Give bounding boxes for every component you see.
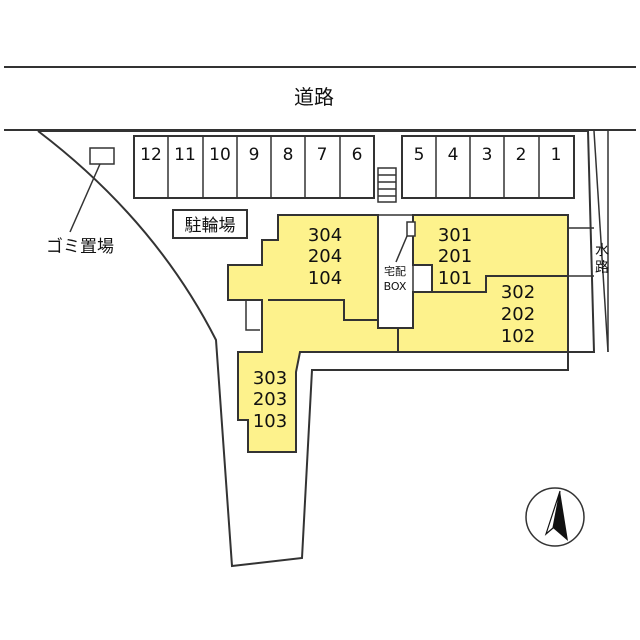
- waterway-label: 水 路: [595, 243, 609, 276]
- unit-202: 202: [501, 304, 535, 325]
- parking-left-frame: [133, 135, 375, 199]
- unit-301: 301: [438, 225, 472, 246]
- east-building-divider: [432, 275, 568, 293]
- delivery-box-label-2: BOX: [384, 280, 407, 293]
- west-building-divider: [268, 299, 378, 321]
- garbage-leader: [69, 163, 101, 233]
- garbage-box: [89, 147, 115, 165]
- site-boundary: [37, 130, 596, 568]
- parking-slot-12: 12: [140, 145, 162, 165]
- waterway-edge: [593, 130, 609, 353]
- parking-slot-3: 3: [482, 145, 493, 165]
- walkway-edge: [245, 299, 260, 331]
- units-west-upper: 304 204 104: [308, 225, 342, 289]
- garbage-label: ゴミ置場: [46, 236, 114, 257]
- delivery-box-leader: [395, 235, 408, 263]
- parking-slot-10: 10: [209, 145, 231, 165]
- units-east-upper: 301 201 101: [438, 225, 472, 289]
- east-building: [397, 214, 569, 353]
- unit-204: 204: [308, 246, 342, 267]
- parking-slot-8: 8: [283, 145, 294, 165]
- parking-slot-1: 1: [551, 145, 562, 165]
- delivery-box-label-1: 宅配: [384, 264, 406, 278]
- parking-slot-5: 5: [414, 145, 425, 165]
- unit-104: 104: [308, 268, 342, 289]
- parking-slot-11: 11: [174, 145, 196, 165]
- parking-slot-9: 9: [249, 145, 260, 165]
- delivery-box: [406, 221, 416, 237]
- parking-left: 12 11 10 9 8 7 6: [133, 135, 375, 199]
- bicycle-parking-box: [172, 209, 248, 239]
- waterway-char-2: 路: [595, 260, 609, 276]
- unit-203: 203: [253, 389, 287, 410]
- unit-101: 101: [438, 268, 472, 289]
- parking-slot-6: 6: [352, 145, 363, 165]
- unit-103: 103: [253, 411, 287, 432]
- waterway-char-1: 水: [595, 243, 609, 259]
- unit-201: 201: [438, 246, 472, 267]
- bicycle-parking-label: 駐輪場: [185, 216, 236, 236]
- parking-slot-7: 7: [317, 145, 328, 165]
- unit-303: 303: [253, 368, 287, 389]
- units-east-lower: 302 202 102: [501, 282, 535, 347]
- road-label: 道路: [294, 85, 334, 109]
- unit-302: 302: [501, 282, 535, 303]
- units-west-lower: 303 203 103: [253, 368, 287, 432]
- stairs-icon: [377, 167, 397, 203]
- north-arrow-icon: [525, 487, 585, 547]
- unit-102: 102: [501, 326, 535, 347]
- parking-slot-4: 4: [448, 145, 459, 165]
- parking-right: 5 4 3 2 1: [401, 135, 575, 199]
- delivery-box-area: [377, 214, 414, 329]
- unit-304: 304: [308, 225, 342, 246]
- parking-right-frame: [401, 135, 575, 199]
- parking-slot-2: 2: [516, 145, 527, 165]
